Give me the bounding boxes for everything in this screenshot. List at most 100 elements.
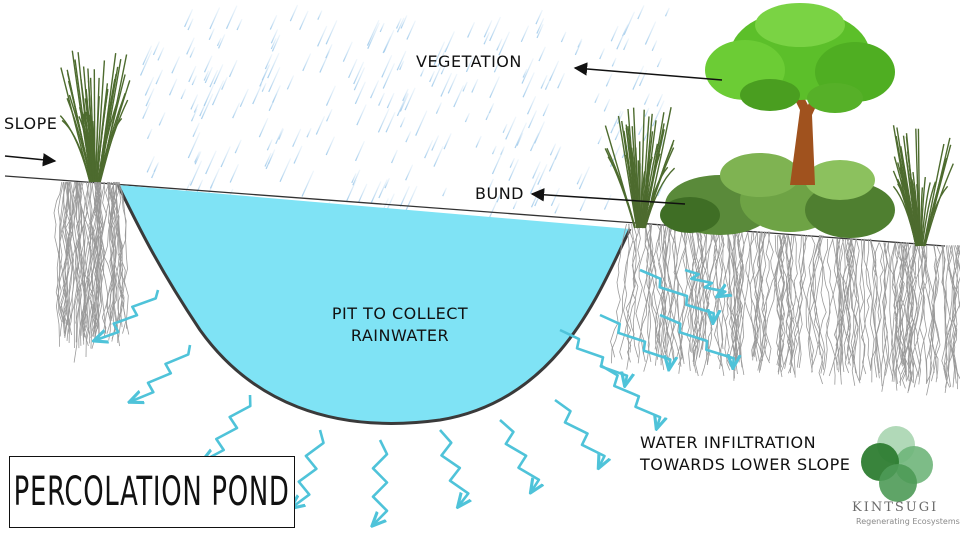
grass-blade [621, 120, 638, 229]
root-strand [643, 223, 654, 372]
rain-streak [203, 70, 210, 81]
rain-streak [278, 128, 285, 140]
rain-streak [168, 78, 178, 96]
rain-streak [209, 69, 219, 88]
rain-streak [542, 103, 550, 117]
flow-arrows [95, 268, 734, 525]
rain-streak [275, 127, 284, 145]
rain-streak [399, 93, 409, 112]
rain-streak [188, 65, 197, 83]
flow-arrow-icon [659, 313, 734, 367]
root-strand [919, 242, 928, 383]
rain-streak [535, 9, 543, 25]
grass-blade [640, 158, 652, 229]
rain-streak [532, 161, 541, 179]
rain-streak [270, 29, 279, 44]
rain-streak [396, 92, 409, 117]
rain-streak [610, 115, 620, 134]
rain-streak [402, 88, 409, 102]
rain-streak [204, 66, 213, 84]
rain-streak [508, 159, 520, 181]
rain-streak [597, 135, 603, 145]
root-strand [863, 238, 875, 383]
root-strand [779, 235, 785, 365]
grass-blade [641, 143, 659, 229]
rain-streak [516, 132, 524, 146]
rain-streak [153, 163, 159, 173]
root-strand [110, 181, 118, 342]
root-strand [62, 181, 70, 334]
rain-streak [574, 40, 583, 56]
root-strand [73, 181, 83, 349]
flow-arrow-icon [131, 344, 192, 402]
rain-streak [605, 73, 613, 87]
rain-streak [406, 20, 416, 40]
rain-streak [536, 23, 544, 39]
rain-streak [209, 7, 221, 30]
grass-blade [905, 133, 919, 247]
rain-streak [203, 82, 215, 107]
grass-blade [921, 181, 937, 247]
rain-streak [444, 31, 455, 53]
rain-streak [367, 22, 380, 49]
rain-streak [616, 28, 627, 50]
grass-blade [625, 154, 639, 229]
rain-streak [353, 61, 365, 85]
root-strand [952, 245, 960, 379]
root-strand [869, 238, 883, 387]
rain-streak [171, 56, 181, 74]
title-box: PERCOLATION POND [9, 456, 295, 528]
rain-streak [229, 163, 239, 183]
grass-blade [98, 93, 126, 183]
rain-streak [205, 150, 217, 175]
rain-streak [266, 139, 273, 151]
rain-streak [399, 116, 406, 128]
root-strand [82, 181, 100, 338]
rain-streak [462, 81, 468, 92]
rain-streak [557, 72, 566, 89]
root-strand [117, 181, 128, 328]
root-strand [115, 181, 122, 338]
root-strand [692, 227, 705, 362]
root-strand [814, 238, 829, 370]
rain-streak [358, 183, 368, 203]
grass-blade [88, 114, 95, 183]
root-strand [873, 242, 880, 378]
root-strand [82, 181, 92, 344]
rain-streak [464, 112, 470, 123]
rain-streak [405, 131, 412, 143]
rain-streak [152, 41, 160, 56]
root-strand [904, 245, 915, 377]
flow-arrow-icon [499, 419, 539, 492]
rain-streak [191, 75, 198, 86]
rain-streak [560, 31, 567, 43]
root-strand [786, 235, 797, 361]
logo-circles-icon [861, 426, 933, 502]
rain-streak [505, 116, 517, 140]
root-strand [787, 235, 796, 375]
label-pit: PIT TO COLLECT RAINWATER [290, 303, 510, 347]
rain-streak [382, 63, 396, 89]
label-pit-line2: RAINWATER [350, 326, 450, 345]
root-strand [55, 181, 68, 322]
rain-streak [522, 68, 528, 78]
rain-streak [370, 181, 382, 203]
rain-streak [225, 5, 238, 29]
label-infiltration: WATER INFILTRATION TOWARDS LOWER SLOPE [640, 432, 880, 476]
rain-streak [483, 31, 491, 45]
rain-streak [220, 146, 231, 168]
grass-blade [893, 156, 917, 247]
root-strand [62, 181, 78, 336]
root-strand [835, 238, 844, 385]
rain-streak [258, 117, 269, 138]
rain-streak [528, 110, 538, 129]
rain-streak [399, 60, 405, 71]
rain-streak [252, 83, 263, 105]
rain-streak [261, 65, 270, 81]
rain-streak [405, 164, 414, 181]
root-strand [793, 235, 802, 369]
rain-streak [509, 157, 515, 168]
grass-blade [639, 109, 645, 229]
rain-streak [554, 203, 561, 214]
